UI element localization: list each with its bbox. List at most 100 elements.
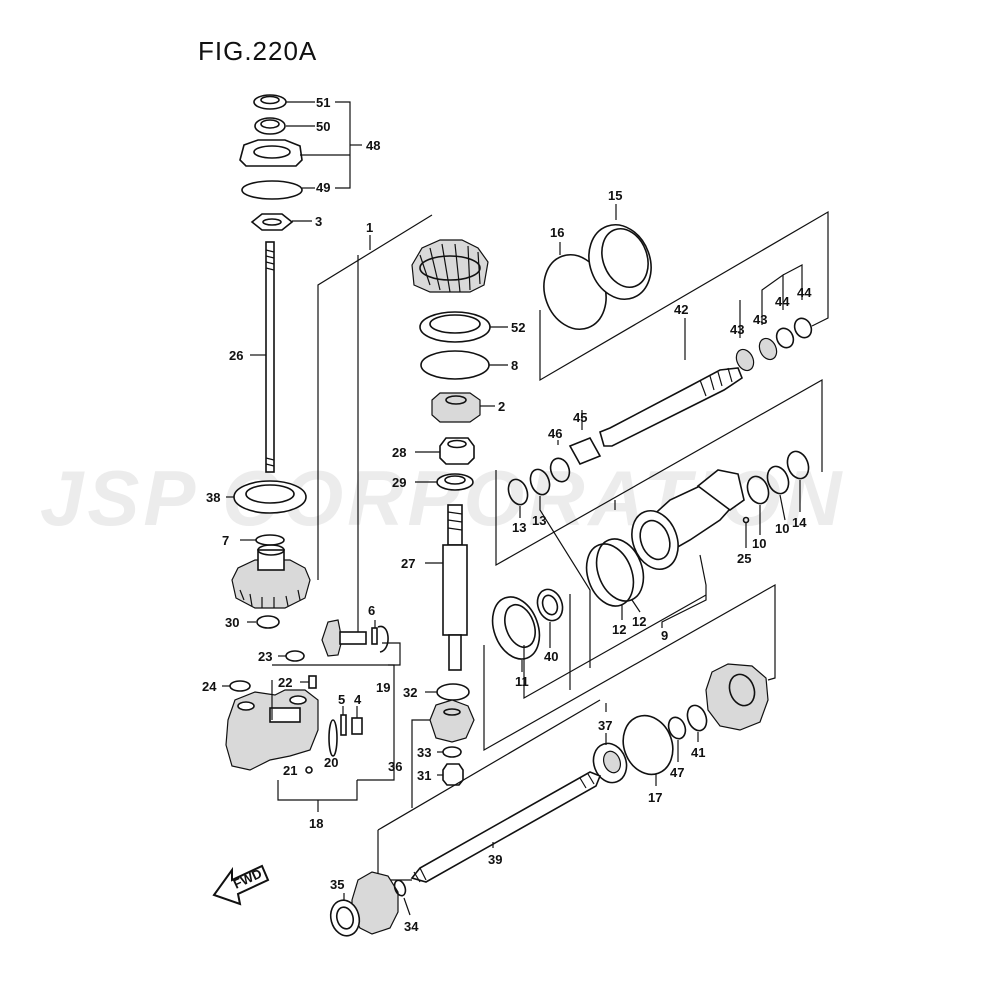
shift-housing-18 xyxy=(225,689,319,771)
callout-31: 31 xyxy=(417,768,431,783)
callout-37: 37 xyxy=(598,718,612,733)
callout-51: 51 xyxy=(316,95,330,110)
ring-47 xyxy=(667,716,687,740)
bearing-11 xyxy=(491,596,541,660)
ring-10b xyxy=(766,465,790,495)
callout-29: 29 xyxy=(392,475,406,490)
washer-23 xyxy=(285,650,305,662)
shaft-42 xyxy=(599,367,743,447)
callout-32: 32 xyxy=(403,685,417,700)
callout-25: 25 xyxy=(737,551,751,566)
ring-34 xyxy=(393,879,407,897)
pin-5 xyxy=(340,714,347,736)
callout-22: 22 xyxy=(278,675,292,690)
callout-9: 9 xyxy=(661,628,668,643)
callout-10b: 10 xyxy=(775,521,789,536)
callout-41: 41 xyxy=(691,745,705,760)
callout-13a: 13 xyxy=(512,520,526,535)
o-ring-17 xyxy=(622,714,674,776)
ring-13a xyxy=(507,478,529,506)
bearing-43b xyxy=(758,337,778,361)
callout-24: 24 xyxy=(202,679,217,694)
callout-44b: 44 xyxy=(797,285,812,300)
gear-6 xyxy=(321,619,367,657)
bush-45 xyxy=(568,436,602,466)
pin-22 xyxy=(308,675,317,689)
callout-14: 14 xyxy=(792,515,807,530)
callout-45: 45 xyxy=(573,410,587,425)
ring-14 xyxy=(786,450,810,480)
gear-forward xyxy=(705,663,769,731)
callout-43b: 43 xyxy=(753,312,767,327)
seal-50 xyxy=(254,117,286,135)
o-ring-49 xyxy=(241,180,303,200)
spacer-2 xyxy=(431,392,481,423)
callout-23: 23 xyxy=(258,649,272,664)
washer-24 xyxy=(229,680,251,692)
ring-10a xyxy=(746,475,770,505)
callout-30: 30 xyxy=(225,615,239,630)
callout-12a: 12 xyxy=(612,622,626,637)
seal-51 xyxy=(253,94,287,110)
callout-2: 2 xyxy=(498,399,505,414)
callout-47: 47 xyxy=(670,765,684,780)
nut-3 xyxy=(250,213,294,231)
callout-15: 15 xyxy=(608,188,622,203)
ring-12b xyxy=(595,538,645,602)
ring-12a xyxy=(585,543,635,607)
callout-34: 34 xyxy=(404,919,419,934)
callout-46: 46 xyxy=(548,426,562,441)
callout-7: 7 xyxy=(222,533,229,548)
callout-3: 3 xyxy=(315,214,322,229)
callout-50: 50 xyxy=(316,119,330,134)
callout-6: 6 xyxy=(368,603,375,618)
callout-27: 27 xyxy=(401,556,415,571)
callout-39: 39 xyxy=(488,852,502,867)
callout-19: 19 xyxy=(376,680,390,695)
gear-pinion-upper xyxy=(411,239,489,293)
callout-17: 17 xyxy=(648,790,662,805)
callout-40: 40 xyxy=(544,649,558,664)
callout-21: 21 xyxy=(283,763,297,778)
bush-40 xyxy=(536,588,564,622)
washer-33 xyxy=(442,746,462,758)
callout-42: 42 xyxy=(674,302,688,317)
callout-28: 28 xyxy=(392,445,406,460)
o-ring-8 xyxy=(420,350,490,380)
callout-38: 38 xyxy=(206,490,220,505)
sleeve-15 xyxy=(588,224,652,300)
ring-13b xyxy=(529,468,551,496)
gear-reverse-35 xyxy=(329,871,399,937)
clip-19 xyxy=(377,625,389,653)
pin-21 xyxy=(305,766,313,774)
figure-title: FIG.220A xyxy=(198,36,317,66)
clip-30 xyxy=(256,615,280,629)
bearing-52 xyxy=(419,311,491,343)
washer-29 xyxy=(436,473,474,491)
callout-43a: 43 xyxy=(730,322,744,337)
callout-5: 5 xyxy=(338,692,345,707)
gear-lower-left xyxy=(231,544,311,609)
callout-10a: 10 xyxy=(752,536,766,551)
ring-44b xyxy=(793,317,813,339)
bearing-43a xyxy=(735,348,755,372)
callout-11: 11 xyxy=(515,674,529,689)
callout-1: 1 xyxy=(366,220,373,235)
pin-25 xyxy=(742,516,750,524)
callout-20: 20 xyxy=(324,755,338,770)
callout-4: 4 xyxy=(354,692,362,707)
pinion-36 xyxy=(429,699,475,743)
ring-41 xyxy=(686,704,708,732)
callout-36: 36 xyxy=(388,759,402,774)
callout-16: 16 xyxy=(550,225,564,240)
callout-8: 8 xyxy=(511,358,518,373)
callout-12b: 12 xyxy=(632,614,646,629)
drive-shaft-27 xyxy=(442,504,468,671)
fwd-arrow-icon: FWD xyxy=(212,864,270,906)
callout-44a: 44 xyxy=(775,294,790,309)
callout-33: 33 xyxy=(417,745,431,760)
callout-26: 26 xyxy=(229,348,243,363)
bearing-38 xyxy=(233,480,307,514)
clutch-body xyxy=(631,469,745,570)
